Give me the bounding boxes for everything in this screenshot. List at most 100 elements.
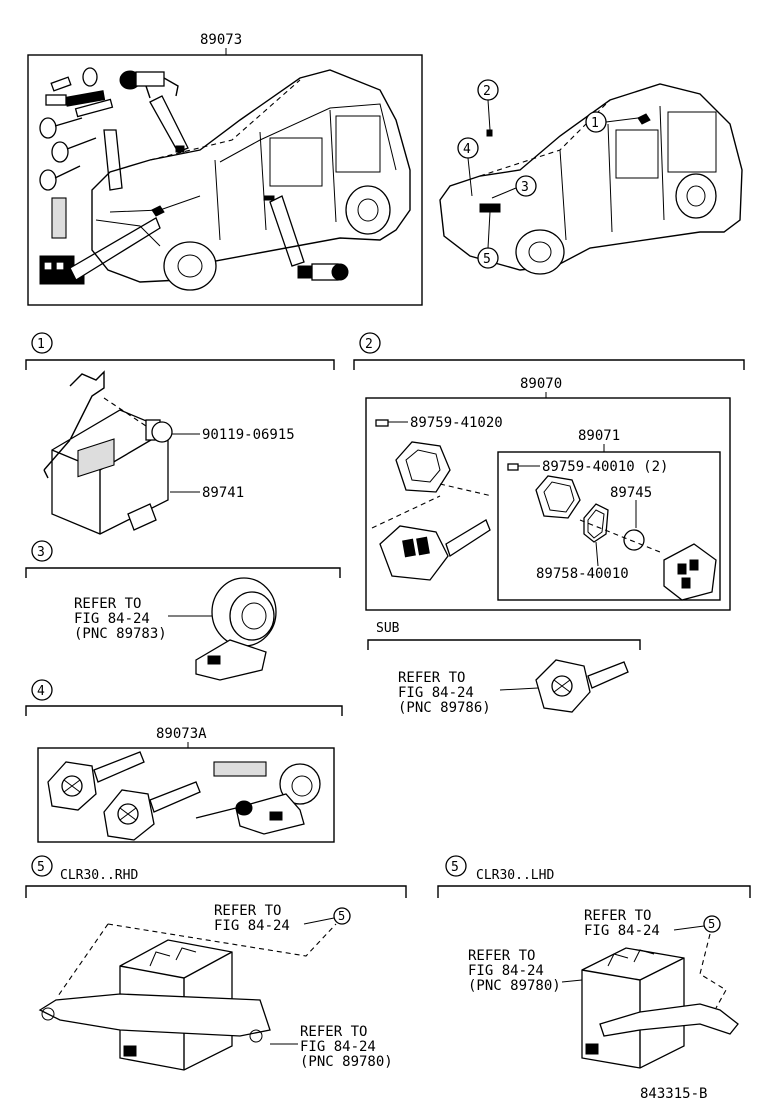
section-2-callout-text: 2 <box>365 337 373 352</box>
section-3-ref-line3: (PNC 89783) <box>74 626 167 642</box>
section-5-lhd-callout-text: 5 <box>451 860 459 875</box>
kit-lock-cylinder <box>195 763 321 835</box>
section-2-bracket <box>353 359 745 370</box>
leader-arrow-1 <box>103 129 123 191</box>
section-1-bracket <box>25 359 335 370</box>
kit-89073a-frame <box>37 747 335 843</box>
section-3-ref-line1: REFER TO <box>74 596 141 612</box>
ignition-coil-illustration <box>195 577 277 681</box>
section-5-rhd-callout-text: 5 <box>37 860 45 875</box>
rhd-ref-b-line3: (PNC 89780) <box>300 1054 393 1070</box>
section-1-callout-text: 1 <box>37 337 45 352</box>
door-lock-cylinder-top <box>119 70 179 99</box>
leader-arrow-2 <box>149 95 189 153</box>
section-5-rhd-callout <box>31 855 53 877</box>
rhd-ref-a-callout-text: 5 <box>338 909 345 923</box>
section-5-lhd-title: CLR30..LHD <box>476 868 554 883</box>
kit-89073-label: 89073 <box>200 32 242 48</box>
master-key-3 <box>39 165 81 191</box>
leader-arrow-4 <box>269 195 305 267</box>
kit-key-1 <box>47 751 145 811</box>
kit-89073-frame <box>27 54 423 306</box>
ecu-89741-illustration <box>43 370 169 535</box>
sub-key-illustration <box>535 659 629 713</box>
battery-89745 <box>623 529 645 551</box>
sub-section-bracket <box>367 639 641 650</box>
bolt-part-number: 90119-06915 <box>202 427 295 443</box>
transmitter-assembly-label: 89070 <box>520 376 562 392</box>
section-3: 3 REFER TO FIG 84-24 (PNC 89783) <box>25 540 341 681</box>
pin-1-part-number: 89759-41020 <box>410 415 503 431</box>
section-4-callout-text: 4 <box>37 684 45 699</box>
lhd-ref-a-callout <box>703 915 721 933</box>
section-3-callout <box>31 540 53 562</box>
plate-part <box>45 94 67 106</box>
lhd-ref-b-line3: (PNC 89780) <box>468 978 561 994</box>
pin-89759-41020 <box>375 419 389 427</box>
location-callout-3 <box>515 175 537 197</box>
pin-part <box>74 98 114 118</box>
section-5-rhd-bracket <box>25 885 407 898</box>
sub-ref-line2: FIG 84-24 <box>398 685 474 701</box>
lhd-ref-a-line2: FIG 84-24 <box>584 923 660 939</box>
section-4-callout <box>31 679 53 701</box>
kit-key-2 <box>103 781 201 841</box>
lhd-ref-a-callout-text: 5 <box>708 917 715 931</box>
key-plate-part <box>51 197 67 239</box>
lhd-ref-b-line1: REFER TO <box>468 948 535 964</box>
location-callout-4-text: 4 <box>463 142 471 157</box>
kit-89073-panel: 89073 <box>27 32 423 306</box>
section-1-callout <box>31 332 53 354</box>
rear-lock-cylinder <box>297 263 349 281</box>
location-callout-3-text: 3 <box>521 180 529 195</box>
sub-ref-line3: (PNC 89786) <box>398 700 491 716</box>
rhd-ref-a-line1: REFER TO <box>214 903 281 919</box>
section-5-lhd-bracket <box>437 885 751 898</box>
section-2-callout <box>359 332 381 354</box>
section-5-rhd-title: CLR30..RHD <box>60 868 138 883</box>
transmitter-key-illustration <box>379 519 491 581</box>
bolt-90119-illustration <box>103 397 173 443</box>
rhd-ref-a-callout <box>333 907 351 925</box>
pin-2-part-number: 89759-40010 (2) <box>542 459 668 475</box>
lhd-ref-b-line2: FIG 84-24 <box>468 963 544 979</box>
rhd-ref-b-line1: REFER TO <box>300 1024 367 1040</box>
location-callout-1-text: 1 <box>591 116 599 131</box>
section-3-ref-line2: FIG 84-24 <box>74 611 150 627</box>
master-key-2 <box>51 137 97 163</box>
minivan-illustration-right <box>439 83 743 271</box>
sub-section: SUB REFER TO FIG 84-24 (PNC 89786) <box>367 621 641 716</box>
kit-small-parts <box>39 67 114 285</box>
section-3-callout-text: 3 <box>37 545 45 560</box>
pin-89759-40010 <box>507 463 519 471</box>
battery-part-number: 89745 <box>610 485 652 501</box>
rhd-ref-b-line2: FIG 84-24 <box>300 1039 376 1055</box>
assembly-89070-frame <box>365 397 731 611</box>
section-5-lhd-callout <box>445 855 467 877</box>
section-4-bracket <box>25 705 343 716</box>
subassembly-89071-frame <box>497 451 721 601</box>
kit-89073a-label: 89073A <box>156 726 207 742</box>
o-ring-part <box>82 67 98 87</box>
location-callout-5-text: 5 <box>483 252 491 267</box>
rhd-bracket-arm <box>38 993 271 1043</box>
section-4: 4 89073A <box>25 679 343 843</box>
leader-arrow-3 <box>69 217 161 281</box>
case-part-number: 89758-40010 <box>536 566 629 582</box>
location-callout-2-text: 2 <box>483 84 491 99</box>
kit-key-plate <box>213 761 267 777</box>
section-3-bracket <box>25 567 341 578</box>
section-2: 2 89070 89759-41020 89071 89759-40010 (2… <box>353 332 745 611</box>
rhd-ref-a-line2: FIG 84-24 <box>214 918 290 934</box>
sub-ref-line1: REFER TO <box>398 670 465 686</box>
transmitter-button-pad <box>663 543 717 601</box>
lhd-relay-module <box>581 947 685 1069</box>
minivan-illustration-left <box>91 69 411 291</box>
subassembly-label: 89071 <box>578 428 620 444</box>
figure-code: 843315-B <box>640 1086 707 1102</box>
ecu-part-number: 89741 <box>202 485 244 501</box>
sub-section-title: SUB <box>376 621 400 636</box>
location-view: 2 1 4 3 5 <box>439 79 743 275</box>
